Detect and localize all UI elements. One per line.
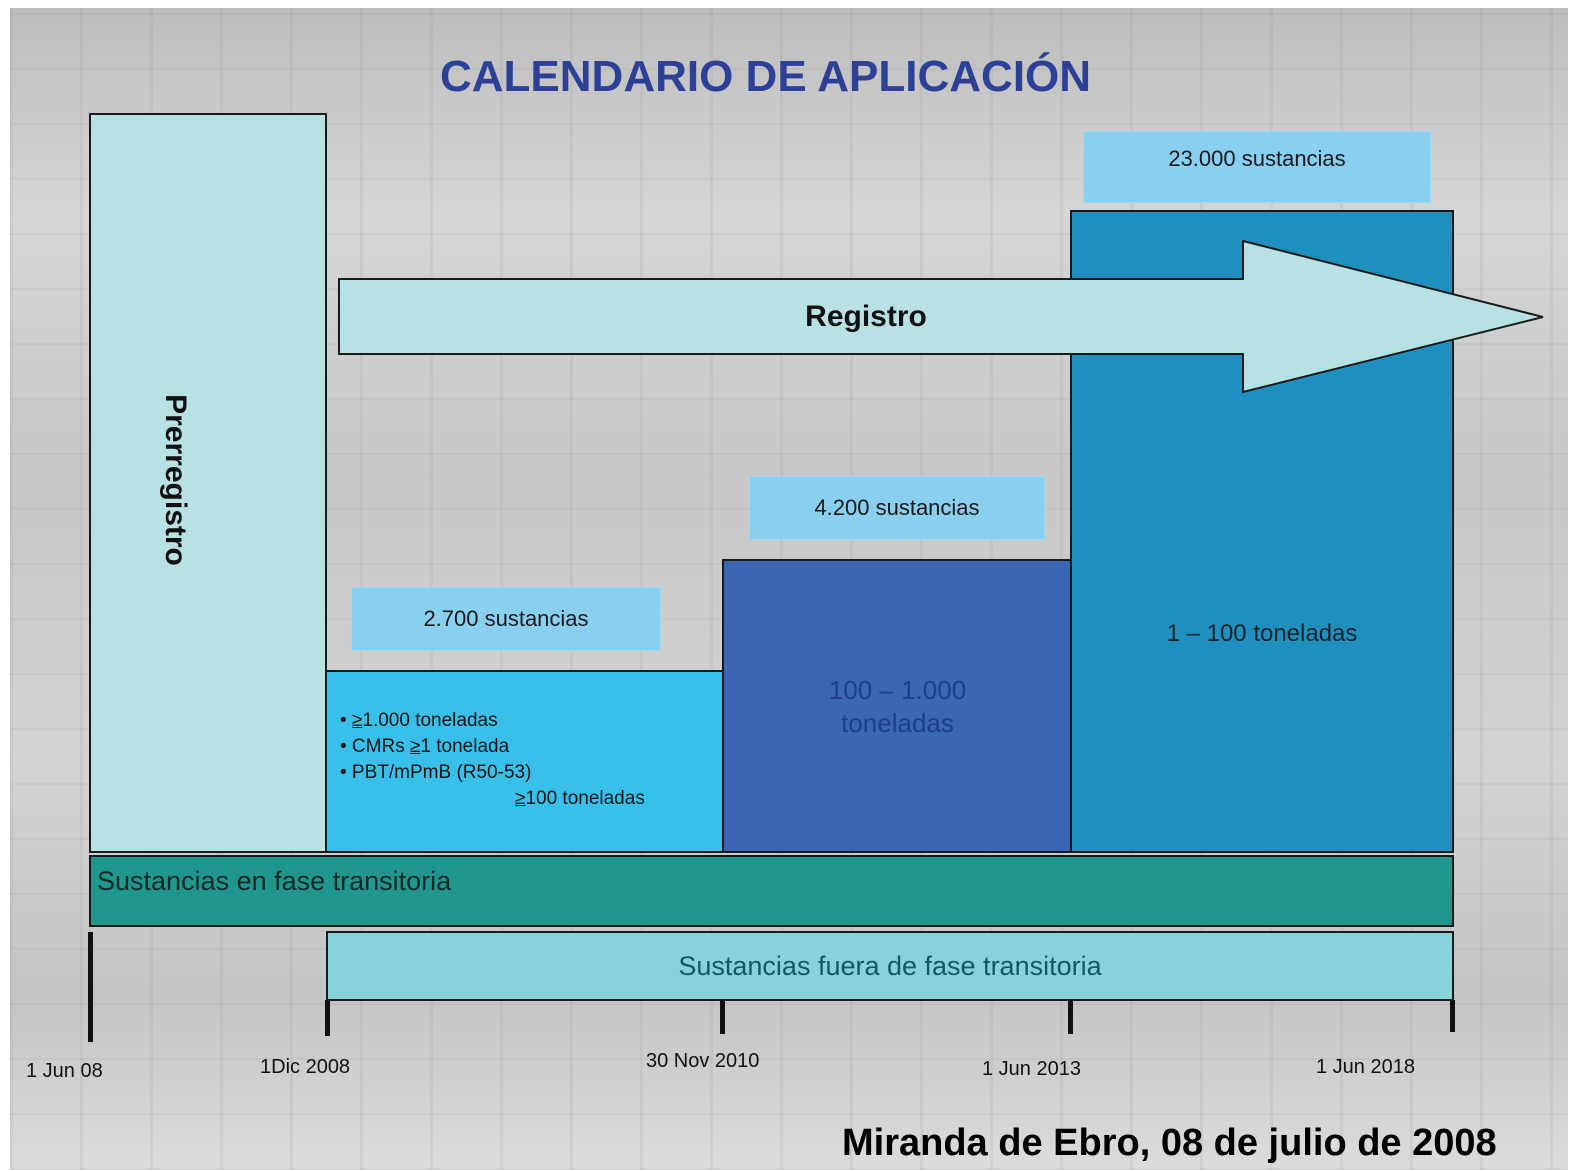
criteria-item: ≥100 toneladas [515,788,645,809]
non-transitional-band-label: Sustancias fuera de fase transitoria [678,951,1102,981]
timeline-tick [1068,1000,1073,1034]
phase-2-substances: 4.200 sustancias [749,476,1045,540]
phase-3-tonnage: 1 – 100 toneladas [1166,620,1358,647]
timeline-date: 1 Jun 2018 [1316,1056,1415,1078]
criteria-item: • PBT/mPmB (R50-53) [340,762,532,783]
timeline-date: 1 Jun 08 [26,1060,103,1082]
phase-2-tonnage-line: toneladas [841,708,954,738]
phase-2-tonnage: 100 – 1.000 toneladas [722,674,1073,740]
timeline-tick [325,1000,330,1036]
timeline-tick [1450,1000,1455,1032]
criteria-item: • CMRs ≥1 tonelada [340,736,510,757]
phase-2-tonnage-line: 100 – 1.000 [828,675,967,705]
transitional-band [89,855,1454,927]
criteria-item: • ≥1.000 toneladas [340,710,498,731]
transitional-band-label: Sustancias en fase transitoria [97,866,452,896]
phase-1-criteria: • ≥1.000 toneladas • CMRs ≥1 tonelada • … [340,708,645,812]
timeline-tick [88,932,93,1042]
registro-label: Registro [805,300,927,333]
prerregistro-block [89,113,327,853]
timeline-tick [720,1000,725,1034]
timeline-date: 30 Nov 2010 [646,1050,760,1072]
non-transitional-band [326,931,1454,1001]
page-title: CALENDARIO DE APLICACIÓN [440,52,1092,101]
timeline-date: 1 Jun 2013 [982,1058,1081,1080]
phase-3-substances: 23.000 sustancias [1083,131,1431,203]
timeline-date: 1Dic 2008 [260,1056,351,1078]
footer-caption: Miranda de Ebro, 08 de julio de 2008 [842,1122,1497,1164]
phase-1-substances: 2.700 sustancias [351,587,661,651]
